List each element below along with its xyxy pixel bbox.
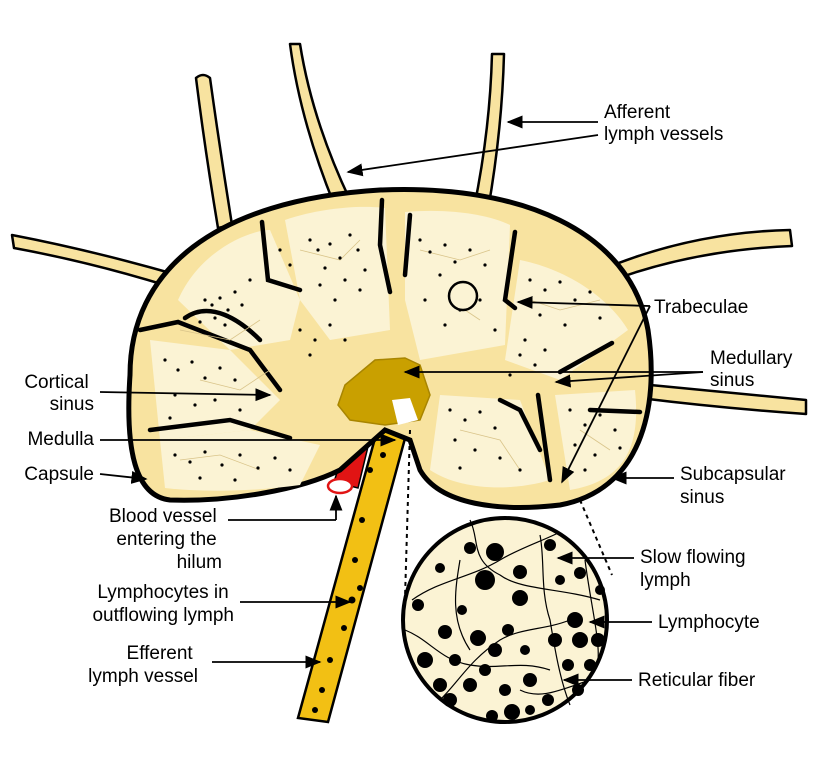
label-medulla: Medulla <box>27 429 94 450</box>
label-subcapsular-sinus: Subcapsular sinus <box>680 464 791 508</box>
label-medullary-sinus: Medullary sinus <box>710 348 798 391</box>
label-lymphocytes-outflowing: Lymphocytes in outflowing lymph <box>92 582 234 626</box>
cluster-7 <box>448 408 522 472</box>
label-cortical-sinus: Cortical sinus <box>24 372 94 415</box>
label-efferent: Efferent lymph vessel <box>88 643 198 687</box>
label-trabeculae: Trabeculae <box>654 297 748 318</box>
label-reticular-fiber: Reticular fiber <box>638 670 756 691</box>
labels: Afferent lymph vessels Trabeculae Medull… <box>24 102 798 691</box>
efferent-lymphocytes <box>312 452 386 713</box>
leader-medullary-2 <box>554 371 704 388</box>
afferent-vessels <box>10 42 808 416</box>
afferent-vessel-2 <box>288 42 352 206</box>
afferent-vessel-1 <box>194 73 234 230</box>
label-blood-vessel: Blood vessel entering the hilum <box>109 506 222 573</box>
afferent-vessel-6 <box>638 382 808 416</box>
leader-cortical-sinus <box>99 388 272 402</box>
cluster-10 <box>278 248 347 357</box>
afferent-vessel-3 <box>472 52 506 212</box>
leader-trabeculae-1 <box>516 295 651 309</box>
cluster-3 <box>418 238 497 332</box>
label-lymphocyte: Lymphocyte <box>658 612 760 633</box>
lymphocyte-clusters <box>163 233 622 482</box>
afferent-vessel-4 <box>10 233 176 288</box>
cluster-1 <box>198 278 252 327</box>
cluster-5 <box>163 358 242 420</box>
leader-afferent-2 <box>346 134 599 177</box>
leader-capsule <box>99 470 148 484</box>
cluster-9 <box>508 348 547 377</box>
label-capsule: Capsule <box>24 464 94 485</box>
cluster-4 <box>523 278 602 342</box>
magnified-view <box>401 429 613 724</box>
leader-lines <box>99 115 704 687</box>
cluster-8 <box>568 408 622 472</box>
label-afferent: Afferent lymph vessels <box>604 102 723 145</box>
label-slow-flowing-lymph: Slow flowing lymph <box>640 547 751 591</box>
cluster-6 <box>173 450 292 482</box>
cluster-2 <box>308 233 367 302</box>
germinal-center <box>447 280 479 312</box>
magnified-lymphocytes <box>412 539 605 722</box>
afferent-vessel-5 <box>594 228 794 286</box>
leader-trabeculae-2 <box>561 305 651 484</box>
lymph-node-body <box>126 186 654 510</box>
